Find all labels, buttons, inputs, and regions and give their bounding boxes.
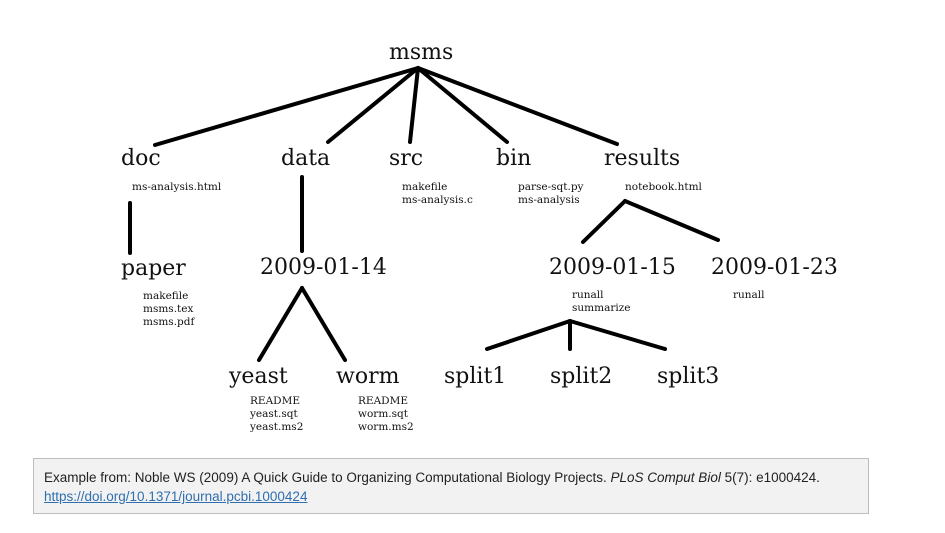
files-doc: ms-analysis.html [132, 181, 221, 194]
edge-results-15 [581, 199, 627, 244]
node-2009-01-15: 2009-01-15 [549, 255, 676, 280]
file-item: summarize [572, 302, 631, 314]
files-src: makefile ms-analysis.c [402, 181, 473, 207]
node-2009-01-14: 2009-01-14 [260, 255, 387, 280]
node-split2: split2 [550, 364, 613, 389]
file-item: makefile [402, 181, 448, 193]
file-item: ms-analysis [518, 194, 580, 206]
file-item: worm.ms2 [358, 421, 414, 433]
citation-prefix: Example from: Noble WS (2009) A Quick Gu… [44, 470, 611, 485]
citation-box: Example from: Noble WS (2009) A Quick Gu… [33, 458, 869, 514]
files-results: notebook.html [625, 181, 702, 194]
node-split3: split3 [657, 364, 720, 389]
file-item: makefile [143, 290, 189, 302]
file-item: yeast.sqt [250, 408, 298, 420]
edge-msms-doc [153, 66, 420, 147]
citation-text: Example from: Noble WS (2009) A Quick Gu… [44, 468, 858, 487]
node-msms: msms [389, 40, 454, 65]
files-2009-01-15: runall summarize [572, 289, 630, 315]
file-item: parse-sqt.py [518, 181, 584, 193]
file-item: README [358, 395, 408, 407]
edge-15-split3 [568, 319, 667, 351]
node-2009-01-23: 2009-01-23 [711, 255, 838, 280]
files-yeast: README yeast.sqt yeast.ms2 [250, 395, 303, 434]
node-split1: split1 [444, 364, 507, 389]
edge-msms-src [408, 66, 420, 144]
file-item: msms.pdf [143, 316, 195, 328]
doi-link[interactable]: https://doi.org/10.1371/journal.pcbi.100… [44, 489, 308, 504]
node-paper: paper [121, 256, 186, 281]
edge-msms-results [416, 66, 619, 146]
edge-date-yeast [257, 286, 304, 362]
node-worm: worm [336, 364, 400, 389]
edge-results-23 [623, 199, 720, 242]
node-results: results [604, 146, 681, 171]
files-paper: makefile msms.tex msms.pdf [143, 290, 194, 329]
files-worm: README worm.sqt worm.ms2 [358, 395, 414, 434]
edge-date-worm [300, 286, 347, 362]
file-item: yeast.ms2 [250, 421, 304, 433]
file-item: ms-analysis.c [402, 194, 473, 206]
file-item: msms.tex [143, 303, 194, 315]
file-item: runall [733, 289, 765, 301]
file-item: ms-analysis.html [132, 181, 222, 193]
file-item: worm.sqt [358, 408, 408, 420]
files-2009-01-23: runall [733, 289, 765, 302]
file-item: README [250, 395, 300, 407]
node-yeast: yeast [229, 364, 288, 389]
node-bin: bin [496, 146, 532, 171]
files-bin: parse-sqt.py ms-analysis [518, 181, 583, 207]
node-src: src [389, 146, 424, 171]
edge-msms-data [326, 66, 420, 144]
node-data: data [281, 146, 331, 171]
edge-15-split1 [485, 319, 572, 351]
file-item: notebook.html [625, 181, 702, 193]
edge-msms-bin [416, 66, 509, 144]
citation-journal: PLoS Comput Biol [610, 470, 721, 485]
node-doc: doc [121, 146, 161, 171]
citation-suffix: 5(7): e1000424. [720, 470, 820, 485]
file-item: runall [572, 289, 604, 301]
